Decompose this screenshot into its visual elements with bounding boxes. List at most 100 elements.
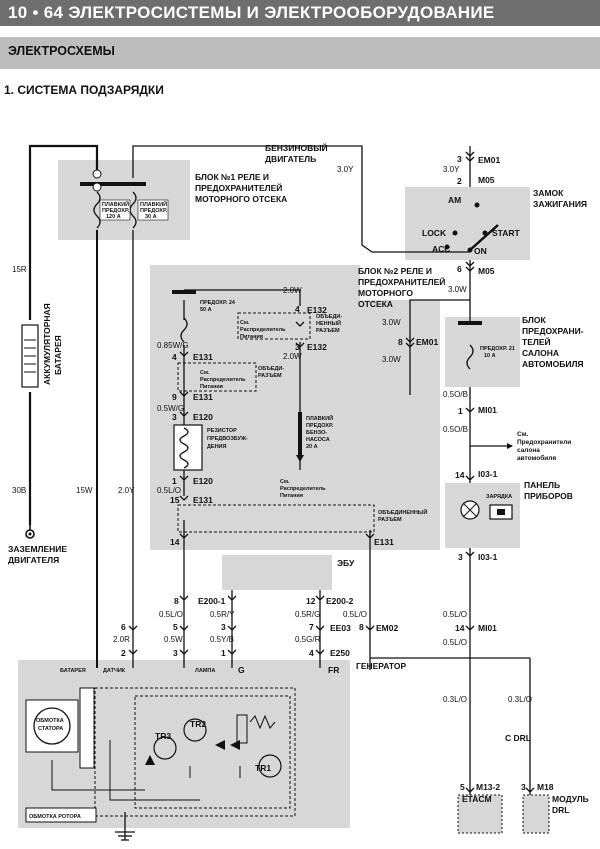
pin-e131-9: 9 (172, 392, 177, 402)
regulator-inner (134, 695, 291, 809)
connector-e131-a: E131 (193, 352, 213, 362)
connector-e132-a: E132 (307, 305, 327, 315)
pin-i03-14: 14 (455, 470, 465, 480)
wire-30b: 30B (12, 486, 26, 495)
label-seecabin-1: См. (517, 431, 529, 438)
label-gen-sensor: ДАТЧИК (103, 668, 126, 674)
connector-labels: EM01 M05 M05 EM01 E132 E132 E131 E131 E1… (193, 155, 554, 792)
label-block2-3: МОТОРНОГО (358, 288, 413, 298)
label-battery-2: БАТАРЕЯ (53, 335, 63, 375)
ecu-area (222, 555, 332, 590)
label-seecabin-3: салона (517, 447, 540, 454)
label-stator-1: ОБМОТКА (36, 718, 64, 724)
label-on: ON (474, 246, 487, 256)
wire-30w-a: 3.0W (448, 285, 467, 294)
label-seedist-c3: Питания (280, 493, 303, 499)
section-bar: ЭЛЕКТРОСХЕМЫ (0, 37, 600, 69)
wire-30w-c: 3.0W (382, 355, 401, 364)
label-stator-2: СТАТОРА (38, 726, 63, 732)
pin-e132-4: 4 (295, 304, 300, 314)
wire-03lo-a: 0.3L/O (443, 695, 467, 704)
label-resistor-1: РЕЗИСТОР (207, 428, 237, 434)
wire-05ob-b: 0.5O/B (443, 425, 468, 434)
charge-lamp (460, 500, 513, 520)
wire-15r: 15R (12, 265, 27, 274)
label-generator: ГЕНЕРАТОР (356, 661, 407, 671)
wire-05lo-a: 0.5L/O (157, 486, 181, 495)
label-fuelpump-5: 20 А (306, 444, 318, 450)
label-ecu: ЭБУ (337, 558, 355, 568)
label-seecabin-4: автомобиля (517, 454, 556, 462)
pin-m05-6: 6 (457, 264, 462, 274)
cabin-fuse-area (445, 317, 520, 387)
label-block2-4: ОТСЕКА (358, 299, 393, 309)
label-c-drl: С DRL (505, 733, 531, 743)
label-joined2-1: ОБЪЕДИНЕННЫЙ (378, 508, 427, 516)
wire-20y: 2.0Y (118, 486, 135, 495)
pin-e131-14: 14 (170, 537, 180, 547)
label-ignition-1: ЗАМОК (533, 188, 564, 198)
connector-marks (128, 151, 535, 793)
label-gen-battery: БАТАРЕЯ (60, 668, 86, 674)
wire-085wg: 0.85W/G (157, 341, 189, 350)
label-cabin-5: АВТОМОБИЛЯ (522, 359, 584, 369)
label-fuse24-1: ПРЕДОХР. 24 (200, 300, 236, 306)
label-fuse30-1: ПЛАВКИЙ (140, 200, 167, 208)
label-block1-3: МОТОРНОГО ОТСЕКА (195, 194, 287, 204)
label-engine-1: БЕНЗИНОВЫЙ (265, 142, 328, 153)
diagram-labels: БЕНЗИНОВЫЙ ДВИГАТЕЛЬ БЛОК №1 РЕЛЕ И ПРЕД… (8, 142, 589, 820)
ignition-area (405, 187, 530, 260)
label-gen-lamp: ЛАМПА (195, 668, 215, 674)
label-fuelpump-4: НАСОСА (306, 437, 330, 443)
wire-05wg: 0.5W/G (157, 404, 184, 413)
label-cabin-2: ПРЕДОХРАНИ- (522, 326, 584, 336)
wire-05ry: 0.5R/Y (210, 610, 235, 619)
label-cabin-3: ТЕЛЕЙ (522, 336, 551, 347)
ignition-switch (444, 202, 499, 253)
label-seedist-b3: Питания (200, 384, 223, 390)
label-start: START (492, 228, 521, 238)
pin-em01-8: 8 (398, 337, 403, 347)
connector-e131-c: E131 (193, 495, 213, 505)
block1-fuses (80, 169, 169, 229)
label-lock: LOCK (422, 228, 447, 238)
label-seedist-a1: См. (240, 320, 250, 326)
label-cluster-2: ПРИБОРОВ (524, 491, 573, 501)
pin-i03-3: 3 (458, 552, 463, 562)
wire-05rg: 0.5R/G (295, 610, 320, 619)
label-seecabin-2: Предохранители (517, 439, 571, 446)
connector-i03-a: I03-1 (478, 469, 498, 479)
label-ground-1: ЗАЗЕМЛЕНИЕ (8, 544, 67, 554)
pin-e120-3: 3 (172, 412, 177, 422)
wire-15w: 15W (76, 486, 93, 495)
pin-ee03-7: 7 (309, 622, 314, 632)
wire-20w-b: 2.0W (283, 352, 302, 361)
label-ground-2: ДВИГАТЕЛЯ (8, 555, 59, 565)
connector-i03-b: I03-1 (478, 552, 498, 562)
label-fuse120-2: ПРЕДОХР. (102, 208, 130, 214)
section-title: ЭЛЕКТРОСХЕМЫ (8, 44, 115, 58)
wire-30w-b: 3.0W (382, 318, 401, 327)
pin-e120-1: 1 (172, 476, 177, 486)
fuel-pump-fuse (296, 412, 304, 462)
label-charge: ЗАРЯДКА (486, 494, 512, 500)
connector-e131-d: E131 (374, 537, 394, 547)
connector-m18: M18 (537, 782, 554, 792)
connector-m05-mid: M05 (478, 266, 495, 276)
label-tr3: TR3 (155, 731, 171, 741)
label-rotor: ОБМОТКА РОТОРА (29, 814, 81, 820)
pin-e132-3: 3 (295, 342, 300, 352)
wire-05lo-b: 0.5L/O (159, 610, 183, 619)
pin-e200-12: 12 (306, 596, 316, 606)
label-seedist-c1: См. (280, 479, 290, 485)
connector-e131-b: E131 (193, 392, 213, 402)
connector-e120-a: E120 (193, 412, 213, 422)
label-block2-1: БЛОК №2 РЕЛЕ И (358, 266, 432, 276)
label-resistor-2: ПРЕДВОЗБУЖ- (207, 436, 248, 442)
drl-area (523, 795, 549, 833)
pin-em01-3: 3 (457, 154, 462, 164)
label-am: AM (448, 195, 461, 205)
pin-em02-8: 8 (359, 622, 364, 632)
drl-box (522, 794, 550, 834)
wire-05w: 0.5W (164, 635, 183, 644)
